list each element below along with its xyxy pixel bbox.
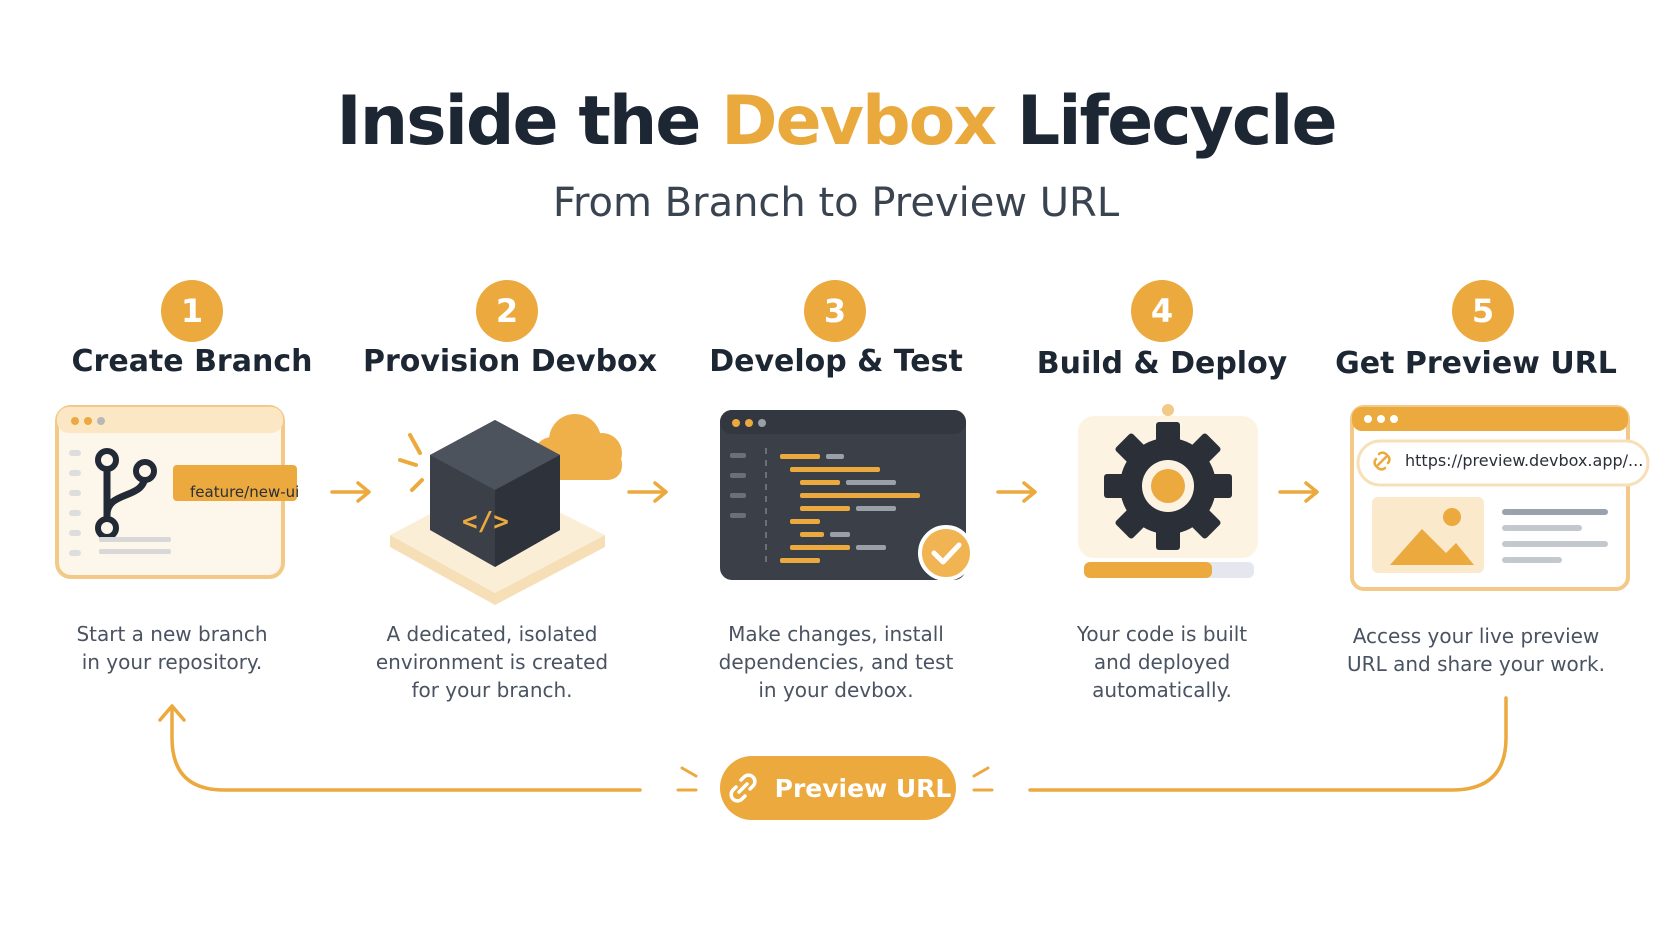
preview-url-pill[interactable]: Preview URL (720, 756, 956, 820)
code-editor-icon (720, 410, 974, 581)
arrow-right-icon (330, 481, 371, 503)
step-title: Provision Devbox (362, 344, 658, 379)
page-subtitle: From Branch to Preview URL (552, 180, 1120, 226)
browser-window-icon (1350, 405, 1650, 591)
page-title: Inside the Devbox Lifecycle (336, 82, 1337, 161)
step-title: Develop & Test (709, 344, 963, 379)
loop-arrow (158, 696, 1508, 792)
title-accent: Devbox (721, 82, 997, 161)
link-icon (729, 773, 757, 803)
step-number-badge: 3 (804, 280, 866, 342)
step-title: Create Branch (71, 344, 313, 379)
step-number-badge: 2 (476, 280, 538, 342)
step-title: Get Preview URL (1335, 346, 1617, 381)
preview-url-label: Preview URL (774, 773, 952, 803)
step-description: A dedicated, isolated environment is cre… (375, 622, 609, 702)
cube-code-icon: </> (390, 414, 622, 605)
branch-tag: feature/new-ui (190, 483, 300, 501)
image-icon (1372, 497, 1484, 573)
branch-icon (55, 405, 297, 579)
arrow-right-icon (996, 481, 1037, 503)
check-icon (918, 525, 974, 581)
svg-text:</>: </> (462, 507, 509, 537)
gear-icon (1078, 404, 1258, 578)
step-title: Build & Deploy (1036, 346, 1288, 381)
step-description: Access your live preview URL and share y… (1347, 624, 1605, 676)
arrow-right-icon (627, 481, 668, 503)
step-number-badge: 4 (1131, 280, 1193, 342)
link-icon (1373, 451, 1391, 471)
step-description: Your code is built and deployed automati… (1076, 622, 1248, 702)
step-number-badge: 5 (1452, 280, 1514, 342)
step-description: Make changes, install dependencies, and … (718, 622, 954, 702)
step-description: Start a new branch in your repository. (76, 622, 268, 674)
preview-url-text: https://preview.devbox.app/... (1405, 451, 1644, 470)
arrow-right-icon (1278, 481, 1319, 503)
step-number-badge: 1 (161, 280, 223, 342)
